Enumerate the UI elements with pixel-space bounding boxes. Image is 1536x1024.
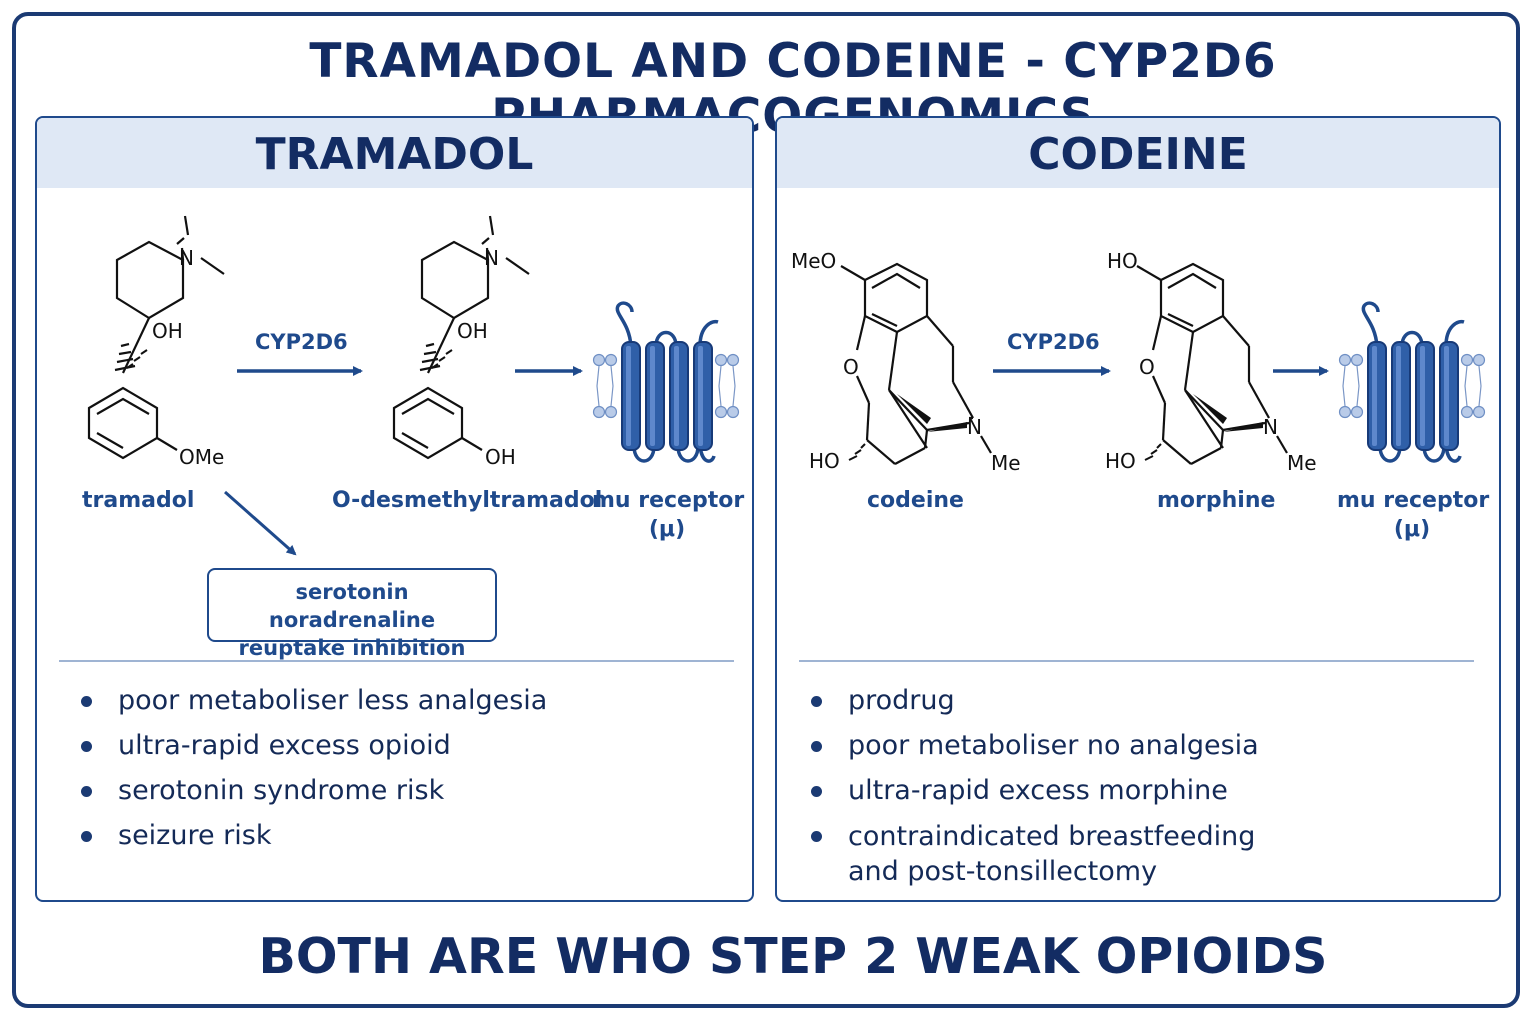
snri-box: serotonin noradrenaline reuptake inhibit… [207, 568, 497, 660]
snri-box-line-1: serotonin noradrenaline [268, 580, 436, 632]
morphine-ho-atom: HO [1107, 249, 1138, 273]
snri-box-line-2: reuptake inhibition [238, 636, 466, 660]
tramadol-panel: TRAMADOL N OH OMe [35, 116, 754, 902]
list-item: contraindicated breastfeeding and post-t… [811, 819, 1292, 889]
codeine-o-atom: O [843, 355, 859, 379]
codeine-label: codeine [867, 488, 964, 513]
codeine-receptor-label: mu receptor (μ) [1337, 488, 1490, 542]
morphine-me-atom: Me [1287, 451, 1317, 475]
codeine-n-atom: N [967, 415, 982, 439]
codeine-bullet-list: prodrug poor metaboliser no analgesia ul… [811, 684, 1292, 900]
list-item: ultra-rapid excess opioid [80, 729, 547, 762]
receptor-label-line-1: mu receptor [1337, 488, 1490, 513]
tramadol-oh-atom: OH [152, 319, 183, 343]
odesmethyltramadol-structure: N OH OH [392, 215, 530, 469]
metabolite-n-atom: N [484, 246, 499, 270]
list-item: ultra-rapid excess morphine [811, 774, 1292, 807]
codeine-ho-atom: HO [809, 449, 840, 473]
morphine-structure: HO O N Me HO [1105, 249, 1317, 475]
receptor-label-line-2: (μ) [648, 517, 686, 542]
tramadol-label: tramadol [82, 488, 195, 513]
list-item: prodrug [811, 684, 1292, 717]
list-item: seizure risk [80, 819, 547, 852]
codeine-divider [799, 660, 1474, 662]
tramadol-ome-atom: OMe [179, 445, 224, 469]
codeine-arrows [993, 366, 1329, 376]
morphine-o-atom: O [1139, 355, 1155, 379]
codeine-header: CODEINE [777, 118, 1499, 188]
tramadol-receptor-label: mu receptor (μ) [592, 488, 745, 542]
metabolite-oh-atom-2: OH [485, 445, 516, 469]
codeine-meo-atom: MeO [791, 249, 836, 273]
tramadol-divider [59, 660, 734, 662]
list-item: serotonin syndrome risk [80, 774, 547, 807]
codeine-me-atom: Me [991, 451, 1021, 475]
list-item: poor metaboliser less analgesia [80, 684, 547, 717]
tramadol-header: TRAMADOL [37, 118, 752, 188]
tramadol-bullet-list: poor metaboliser less analgesia ultra-ra… [80, 684, 547, 864]
codeine-panel: CODEINE [775, 116, 1501, 902]
tramadol-snri-arrow [224, 490, 297, 556]
tramadol-arrows [224, 366, 583, 556]
odesmethyltramadol-label: O-desmethyltramadol [332, 488, 603, 513]
tramadol-structure: N OH OMe [87, 215, 225, 469]
codeine-structure: MeO O N Me HO [791, 249, 1021, 475]
morphine-n-atom: N [1263, 415, 1278, 439]
receptor-label-line-1: mu receptor [592, 488, 745, 513]
receptor-label-line-2: (μ) [1393, 517, 1431, 542]
list-item: poor metaboliser no analgesia [811, 729, 1292, 762]
tramadol-mu-receptor-icon [591, 301, 741, 463]
metabolite-oh-atom: OH [457, 319, 488, 343]
footer-title: BOTH ARE WHO STEP 2 WEAK OPIOIDS [258, 928, 1328, 985]
morphine-label: morphine [1157, 488, 1276, 513]
codeine-mu-receptor-icon [1337, 301, 1487, 463]
tramadol-n-atom: N [179, 246, 194, 270]
codeine-enzyme-label: CYP2D6 [1007, 330, 1100, 354]
morphine-ho-atom-2: HO [1105, 449, 1136, 473]
outer-frame [12, 12, 1520, 1008]
tramadol-enzyme-label: CYP2D6 [255, 330, 348, 354]
